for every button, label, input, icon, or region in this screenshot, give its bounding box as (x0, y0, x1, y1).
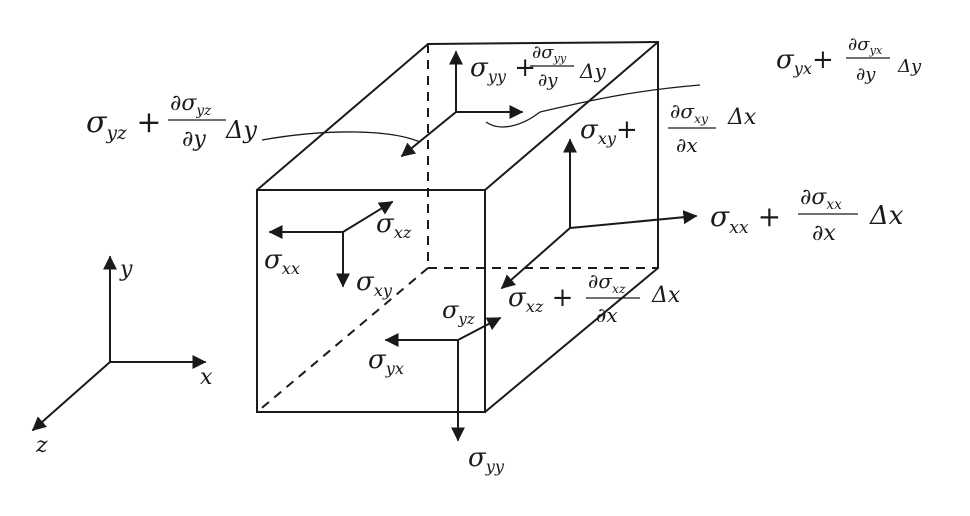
svg-text:∂y: ∂y (856, 64, 876, 85)
svg-text:∂σxx: ∂σxx (800, 185, 842, 213)
svg-text:∂x: ∂x (676, 133, 698, 157)
label-sigma-xy-plus: σxy+ ∂σxy ∂x Δx (580, 99, 757, 157)
label-sigma-yx: σyx (368, 345, 404, 378)
svg-text:∂σyy: ∂σyy (532, 42, 567, 65)
svg-text:σyz +: σyz + (86, 105, 161, 144)
svg-text:Δy: Δy (225, 116, 257, 144)
svg-text:∂x: ∂x (596, 303, 618, 327)
cube-edge-top-left (256, 43, 429, 191)
svg-text:σxz +: σxz + (508, 283, 573, 316)
label-sigma-yx-plus: σyx+ ∂σyx ∂y Δy (776, 34, 922, 85)
label-sigma-xx-plus: σxx + ∂σxx ∂x Δx (710, 185, 904, 246)
arrow-sigma-xx-plus (569, 210, 698, 229)
label-sigma-yz: σyz (442, 296, 475, 328)
svg-text:∂y: ∂y (538, 70, 558, 91)
arrow-sigma-xz-plus (500, 227, 571, 289)
leader-sigma-yx-plus (539, 84, 701, 113)
svg-text:Δx: Δx (727, 105, 757, 130)
svg-text:σyx+: σyx+ (776, 45, 834, 78)
svg-text:Δy: Δy (897, 56, 922, 77)
label-sigma-xz: σxz (376, 209, 412, 242)
label-sigma-xz-plus: σxz + ∂σxz ∂x Δx (508, 269, 681, 327)
front-face-stresses: σxx σxz σxy (264, 201, 412, 300)
svg-text:Δx: Δx (869, 201, 904, 231)
y-axis-label: y (119, 257, 133, 282)
arrow-sigma-xz (342, 201, 394, 233)
x-axis-label: x (200, 365, 213, 390)
cube-edge-right-bottom (484, 267, 659, 413)
top-face-stresses: σyy + ∂σyy ∂y Δy σyz + ∂σyz ∂y Δy σyx+ ∂… (86, 34, 922, 157)
svg-text:Δx: Δx (651, 283, 681, 308)
cube-front-face (256, 189, 486, 413)
svg-text:∂y: ∂y (182, 127, 206, 152)
coordinate-axes: y x z (31, 255, 213, 458)
svg-text:∂σyx: ∂σyx (848, 34, 883, 57)
cube (256, 41, 659, 413)
right-face-stresses: σxy+ ∂σxy ∂x Δx σxx + ∂σxx ∂x Δx σxz + ∂… (500, 99, 904, 327)
z-axis-arrow (31, 361, 111, 431)
svg-text:∂x: ∂x (812, 221, 836, 246)
svg-text:Δy: Δy (579, 59, 606, 83)
cube-hidden-edge-diagonal (256, 267, 429, 413)
svg-text:σxy+: σxy+ (580, 115, 638, 148)
svg-text:σxx +: σxx + (710, 200, 781, 238)
svg-text:∂σxy: ∂σxy (670, 99, 709, 126)
z-axis-label: z (35, 433, 48, 458)
label-sigma-xx: σxx (264, 245, 300, 278)
label-sigma-yy-plus: σyy + ∂σyy ∂y Δy (470, 42, 606, 91)
bottom-face-stresses: σyz σyx σyy (368, 296, 505, 476)
cube-edge-top-back (427, 41, 659, 45)
label-sigma-yy: σyy (468, 443, 505, 476)
svg-text:σyy +: σyy + (470, 53, 536, 86)
label-sigma-yz-plus: σyz + ∂σyz ∂y Δy (86, 91, 257, 152)
leader-sigma-yx-plus-short (485, 111, 541, 128)
arrow-sigma-yz-plus (400, 111, 457, 157)
label-sigma-xy: σxy (356, 267, 393, 300)
arrow-sigma-yz (457, 317, 502, 341)
svg-text:∂σyz: ∂σyz (170, 91, 212, 119)
cube-edge-top-right (484, 41, 659, 191)
leader-sigma-yz-plus (261, 131, 421, 143)
svg-text:∂σxz: ∂σxz (588, 269, 626, 296)
